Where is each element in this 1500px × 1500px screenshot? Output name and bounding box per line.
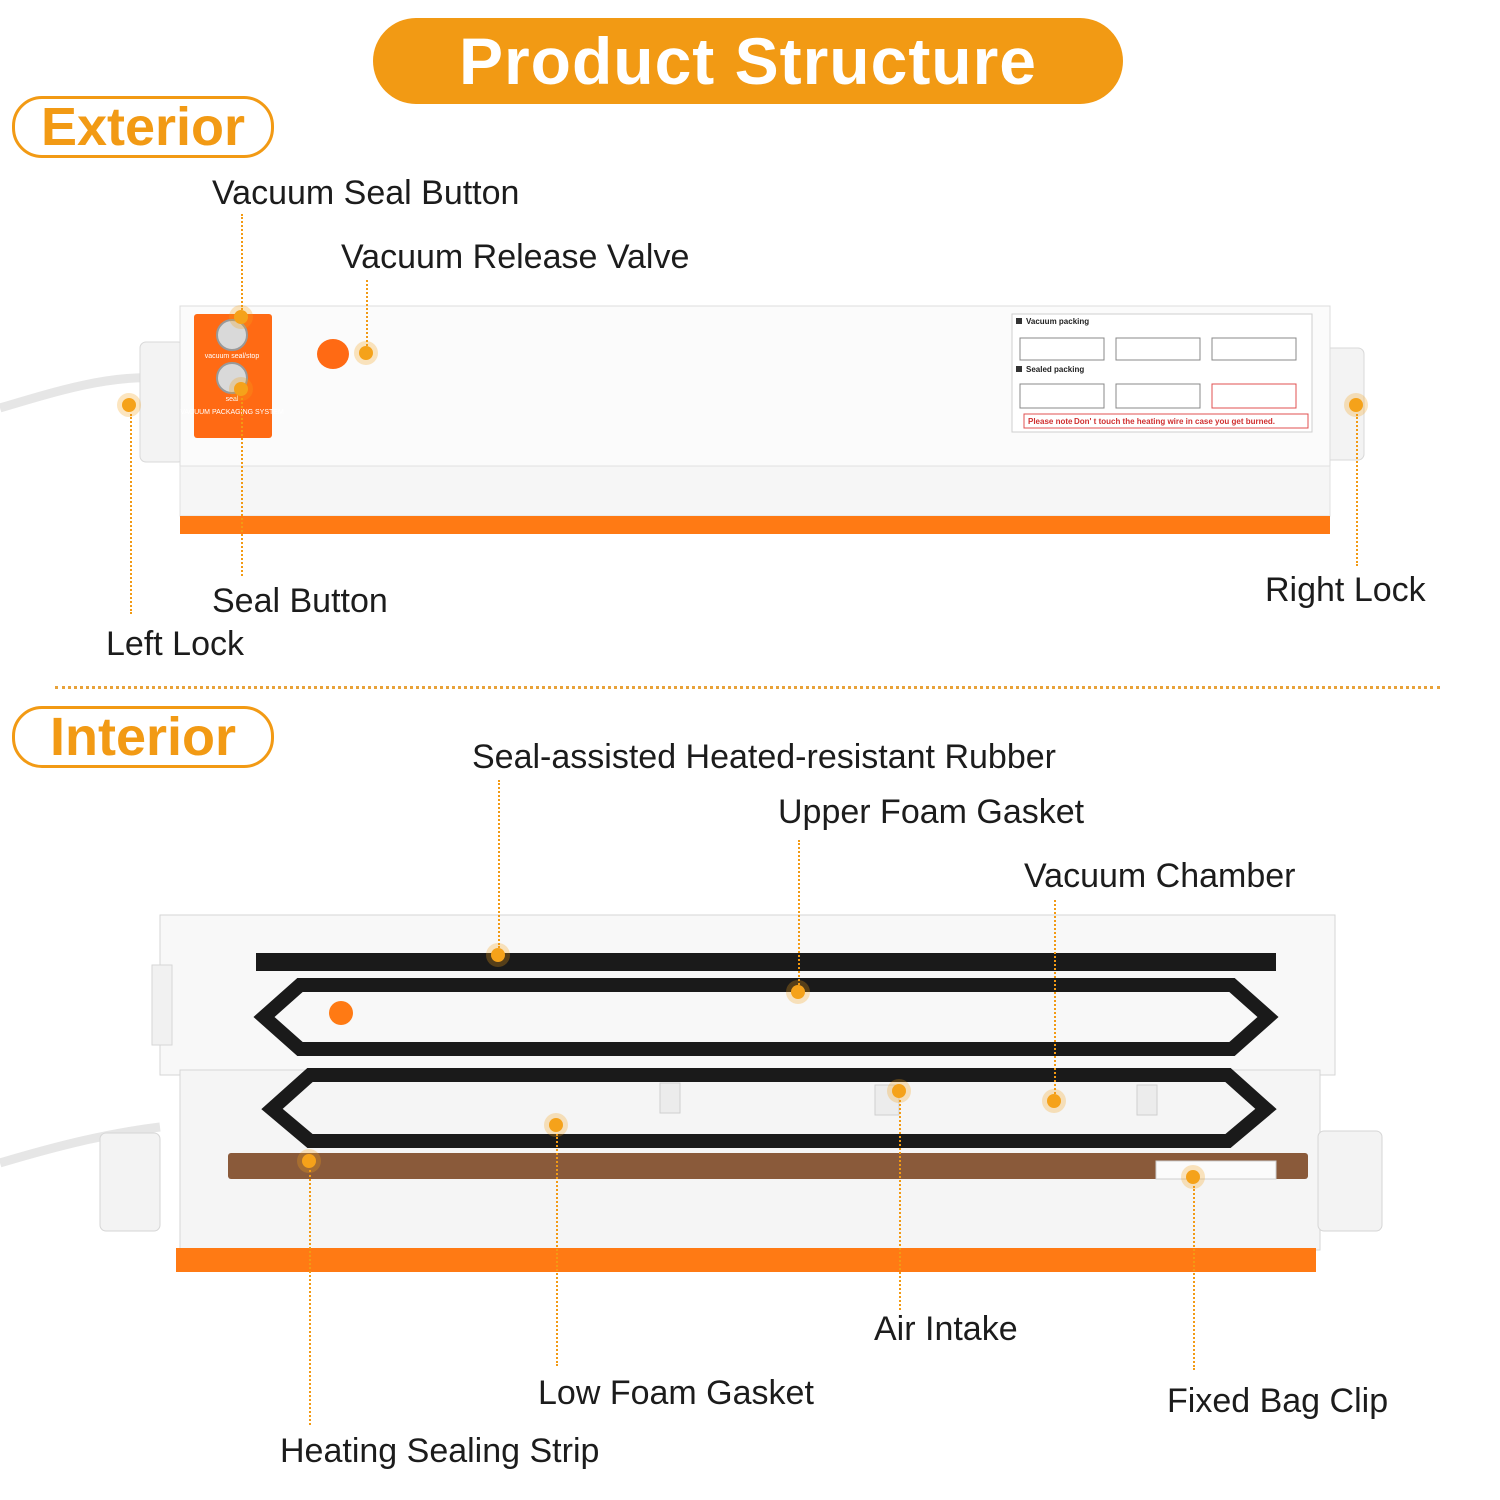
sticker-vacuum-heading: Vacuum packing [1026,317,1089,326]
left-lock-shape [139,341,185,463]
instruction-sticker [1011,313,1313,433]
power-cord [0,373,161,413]
leader-fixed-bag-clip [1193,1186,1195,1370]
section-exterior: Exterior [12,96,274,158]
panel-system-text: VACUUM PACKAGING SYSTEM [180,409,284,416]
label-vacuum-release-valve: Vacuum Release Valve [341,238,690,276]
leader-seal-button [241,398,243,576]
leader-low-foam-gasket [556,1134,558,1366]
marker-heating-sealing-strip [302,1154,316,1168]
leader-heating-sealing-strip [309,1170,311,1425]
leader-air-intake [899,1100,901,1310]
section-interior: Interior [12,706,274,768]
sticker-note-text: Don' t touch the heating wire in case yo… [1074,417,1275,426]
interior-device-illustration [0,914,1383,1272]
vacuum-seal-button-shape [216,319,248,351]
upper-gasket-shape [253,978,1279,1056]
page-title: Product Structure [373,18,1123,104]
marker-air-intake [892,1084,906,1098]
label-air-intake: Air Intake [874,1310,1018,1348]
lower-gasket-shape [261,1068,1277,1148]
label-vacuum-chamber: Vacuum Chamber [1024,857,1296,895]
leader-right-lock [1356,414,1358,566]
marker-seal-button [234,382,248,396]
heating-strip-shape [228,1153,1308,1179]
section-divider [55,686,1440,689]
label-left-lock: Left Lock [106,625,244,663]
marker-vacuum-seal-button [234,310,248,324]
leader-seal-rubber [498,780,500,948]
label-low-foam-gasket: Low Foam Gasket [538,1374,814,1412]
label-right-lock: Right Lock [1265,571,1426,609]
label-heating-sealing-strip: Heating Sealing Strip [280,1432,600,1470]
device-orange-stripe [180,516,1330,534]
panel-top-label: vacuum seal/stop [205,353,260,360]
device-base [179,465,1331,517]
marker-low-foam-gasket [549,1118,563,1132]
leader-upper-foam-gasket [798,840,800,985]
sticker-sealed-heading: Sealed packing [1026,365,1084,374]
marker-vacuum-chamber [1047,1094,1061,1108]
label-vacuum-seal-button: Vacuum Seal Button [212,174,520,212]
marker-fixed-bag-clip [1186,1170,1200,1184]
power-cord-interior [0,1122,161,1168]
exterior-device-illustration: vacuum seal/stop seal VACUUM PACKAGING S… [0,305,1365,534]
panel-bottom-label: seal [226,396,239,403]
label-seal-rubber: Seal-assisted Heated-resistant Rubber [472,738,1056,776]
marker-vacuum-release-valve [359,346,373,360]
upper-orange-valve [329,1001,353,1025]
marker-seal-rubber [491,948,505,962]
sticker-note-label: Please note [1028,417,1073,426]
marker-upper-foam-gasket [791,985,805,999]
rubber-strip-shape [256,953,1276,971]
leader-vacuum-chamber [1054,900,1056,1094]
release-valve-shape [317,339,349,369]
leader-vacuum-release-valve [366,280,368,346]
label-fixed-bag-clip: Fixed Bag Clip [1167,1382,1389,1420]
marker-left-lock [122,398,136,412]
bag-clip-shape [1155,1160,1277,1180]
label-upper-foam-gasket: Upper Foam Gasket [778,793,1085,831]
interior-orange-stripe [176,1248,1316,1272]
leader-vacuum-seal-button [241,214,243,310]
marker-right-lock [1349,398,1363,412]
leader-left-lock [130,414,132,614]
label-seal-button: Seal Button [212,582,388,620]
